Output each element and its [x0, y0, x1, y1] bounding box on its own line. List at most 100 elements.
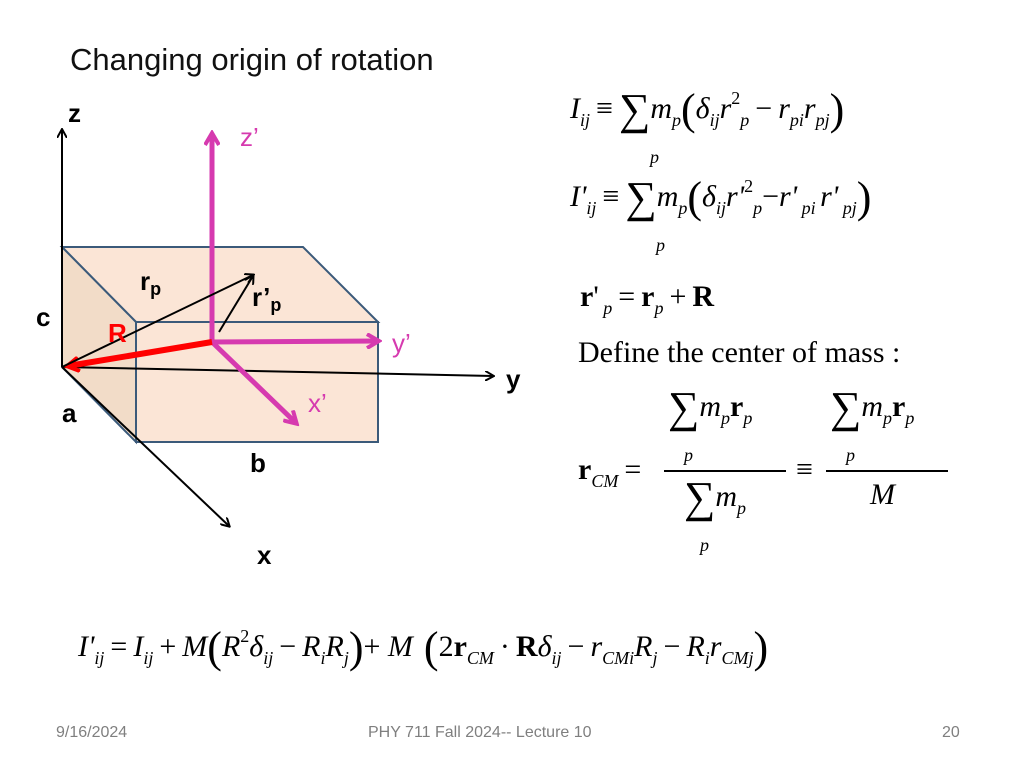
math-token: m [656, 180, 679, 213]
math-token: + [669, 280, 687, 313]
y-prime-label: y’ [392, 328, 411, 358]
math-token: j [343, 648, 349, 668]
rcm-lhs: rCM= [578, 453, 647, 491]
math-token: · [499, 630, 510, 663]
math-token: r [892, 390, 906, 423]
math-token: m [715, 480, 738, 513]
math-token: r' [726, 180, 745, 213]
rcm-numerator-1: ∑mprp [668, 386, 752, 430]
math-token: 2 [438, 630, 454, 663]
math-token: = [618, 280, 636, 313]
math-token: p [753, 198, 763, 218]
math-token: m [861, 390, 884, 423]
math-token: j [652, 648, 658, 668]
slide-title: Changing origin of rotation [70, 42, 434, 77]
position-shift-equation: r' p=rp+R [580, 280, 715, 318]
math-token: r [641, 280, 655, 313]
math-token: − [567, 630, 585, 663]
math-token: p [678, 198, 688, 218]
math-token: ∑ [625, 173, 657, 222]
math-token: i [320, 648, 326, 668]
math-token: p [883, 408, 893, 428]
math-token: r [453, 630, 467, 663]
math-token: r [730, 390, 744, 423]
math-token: 2 [731, 88, 741, 108]
footer-page-number: 20 [942, 724, 960, 741]
y-prime-axis [211, 341, 378, 342]
math-token: 2 [744, 176, 754, 196]
rp-vector [61, 275, 253, 368]
math-token: m [699, 390, 722, 423]
math-token: pi [789, 110, 804, 130]
math-token: ij [580, 110, 591, 130]
math-token: p [740, 110, 750, 130]
math-token: p [905, 408, 915, 428]
math-token: ) [856, 173, 872, 222]
rp-label: rp [140, 266, 161, 300]
math-token: r [590, 630, 603, 663]
math-token: CM [466, 648, 494, 668]
rprime-p-vector [218, 276, 253, 333]
math-token: r [578, 453, 592, 486]
math-token: r [778, 92, 790, 125]
R-label: R [108, 318, 127, 348]
math-token: R [692, 280, 715, 313]
x-prime-axis [210, 340, 296, 423]
math-token: = [110, 630, 128, 663]
x-prime-label: x’ [308, 388, 327, 418]
math-token: ' [593, 280, 599, 313]
x-axis-label: x [257, 540, 272, 570]
math-token: m [650, 92, 672, 125]
math-token: ( [412, 623, 439, 672]
z-axis-label: z [68, 98, 81, 128]
z-prime-label: z’ [240, 122, 259, 152]
math-token: M [870, 478, 895, 511]
inertia-tensor-equation: Iij≡∑mp(δijr2p−rpirpj) [570, 88, 844, 132]
math-token: − [762, 180, 780, 213]
math-token: ij [586, 198, 597, 218]
fraction-bar [664, 470, 786, 472]
math-token: R [302, 630, 321, 663]
rprime-label-r: r’ [252, 282, 271, 312]
math-token: I' [570, 180, 587, 213]
math-token: pj [815, 110, 830, 130]
math-token: + [363, 630, 381, 663]
rcm-denominator-1: ∑mp [684, 476, 746, 520]
equiv-sign: ≡ [796, 453, 813, 486]
rcm-numerator-2: ∑mprp [830, 386, 914, 430]
math-token: R [515, 630, 538, 663]
math-token: ij [94, 648, 105, 668]
math-token: − [755, 92, 773, 125]
math-token: δ [537, 630, 552, 663]
rcm-denominator-2: M [870, 480, 895, 510]
math-token: ij [709, 110, 720, 130]
math-token: p [721, 408, 731, 428]
math-token: I [133, 630, 144, 663]
math-token: 2 [240, 626, 250, 646]
x-axis [61, 366, 229, 526]
math-token: I' [78, 630, 95, 663]
rprime-label-sub: p [270, 295, 282, 315]
math-token: i [704, 648, 710, 668]
math-token: r [709, 630, 722, 663]
define-center-of-mass-text: Define the center of mass : [578, 336, 901, 369]
rp-label-r: r [140, 266, 151, 296]
math-token: ( [680, 85, 696, 134]
math-token: = [624, 453, 642, 486]
math-token: r [719, 92, 732, 125]
math-token: CMi [602, 648, 635, 668]
math-token: r' [779, 180, 798, 213]
math-token: M [380, 630, 413, 663]
math-token: p [598, 298, 613, 318]
math-token: ∑ [618, 85, 651, 134]
b-label: b [250, 448, 266, 478]
math-token: ) [829, 85, 845, 134]
math-token: ≡ [602, 180, 620, 213]
math-token: CMj [721, 648, 754, 668]
math-token: p [671, 110, 681, 130]
a-label: a [62, 398, 77, 428]
rprime-p-label: r’p [252, 282, 281, 316]
footer-course: PHY 711 Fall 2024-- Lecture 10 [368, 724, 592, 741]
math-token: − [663, 630, 681, 663]
y-axis-label: y [506, 364, 521, 394]
